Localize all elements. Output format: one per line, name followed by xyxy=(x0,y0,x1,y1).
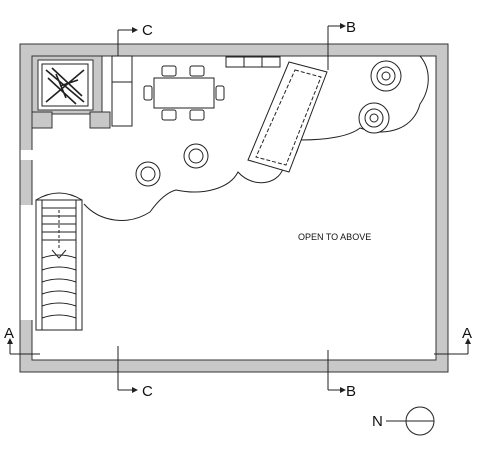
open-to-above-label: OPEN TO ABOVE xyxy=(298,232,371,242)
section-line-b-top: B xyxy=(327,19,356,70)
elevator-car-icon xyxy=(41,63,89,107)
section-line-c-top: C xyxy=(117,22,153,58)
section-label-a-left: A xyxy=(4,325,14,342)
exterior-walls xyxy=(19,43,449,373)
section-line-c-bottom: C xyxy=(117,346,153,400)
kitchen-sink xyxy=(111,55,133,83)
staircase xyxy=(35,192,83,331)
wall-cabinets xyxy=(225,56,281,68)
round-stool-icon xyxy=(358,102,390,134)
north-arrow: N xyxy=(372,406,435,436)
north-label: N xyxy=(372,413,383,430)
round-stool-icon xyxy=(183,143,209,169)
wall-opening-left xyxy=(19,150,33,160)
section-line-b-bottom: B xyxy=(327,350,356,400)
round-stool-icon xyxy=(370,60,402,92)
angled-sofa xyxy=(247,61,328,173)
section-label-b-bottom: B xyxy=(346,383,356,400)
section-label-b-top: B xyxy=(346,19,356,36)
section-line-a-left: A xyxy=(4,325,40,355)
section-label-c-bottom: C xyxy=(142,383,153,400)
section-label-a-right: A xyxy=(462,325,472,342)
chair-icon xyxy=(143,65,225,121)
round-stool-icon xyxy=(135,161,161,187)
section-label-c-top: C xyxy=(142,22,153,39)
elevator-core xyxy=(31,55,111,129)
wall-opening-stair xyxy=(19,205,33,320)
dining-table xyxy=(143,65,225,121)
section-line-a-right: A xyxy=(434,325,472,355)
